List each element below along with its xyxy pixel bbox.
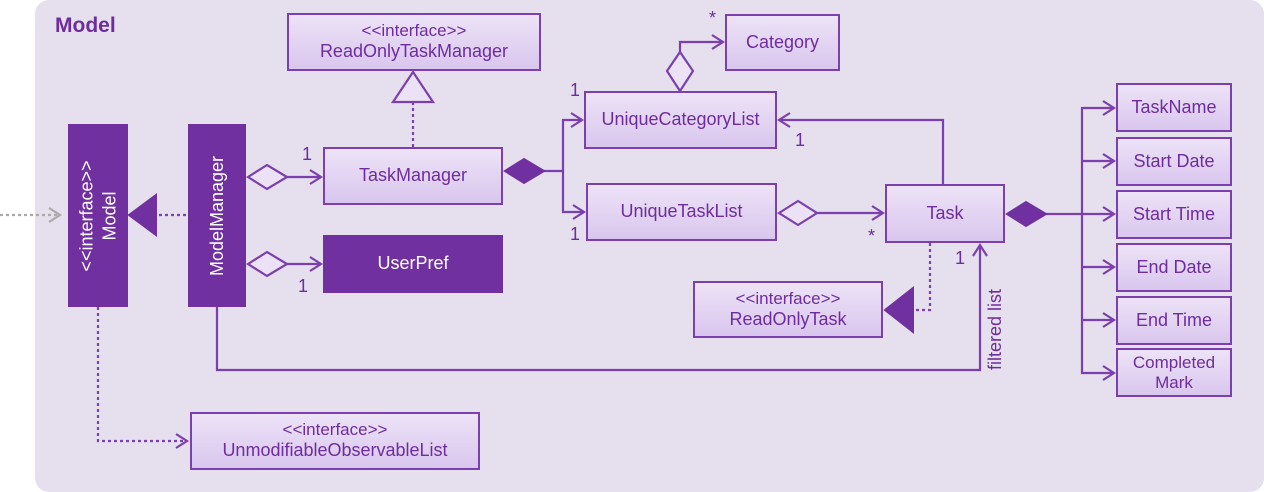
read-only-task-stereotype: <<interface>> [735,288,841,308]
end-time-name: End Time [1135,309,1213,330]
unmodifiable-observable-list-name: UnmodifiableObservableList [222,440,448,461]
rotask-realization-triangle [883,285,914,335]
utl-task-diamond [776,199,820,227]
ucl-category-diamond [665,50,695,94]
unique-category-list-name: UniqueCategoryList [601,109,760,130]
mult-tm-ucl: 1 [570,80,581,100]
class-end-time[interactable]: End Time [1116,296,1232,345]
read-only-task-manager-name: ReadOnlyTaskManager [319,41,509,62]
read-only-task-manager-stereotype: <<interface>> [361,21,467,40]
class-model[interactable]: <<interface>> Model [68,124,128,307]
read-only-task-name: ReadOnlyTask [729,308,847,329]
task-manager-name: TaskManager [358,165,468,186]
class-unmodifiable-observable-list[interactable]: <<interface>> UnmodifiableObservableList [190,412,480,470]
class-completed-mark[interactable]: Completed Mark [1116,348,1232,397]
rotm-realization-triangle [390,70,436,104]
unique-task-list-name: UniqueTaskList [620,201,743,222]
mm-task-filtered-edge [215,245,982,372]
tm-utl-composition-edge [561,171,584,214]
mult-mm-tm: 1 [302,144,313,164]
package-title: Model [55,14,116,37]
task-composition-diamond [1005,200,1048,228]
class-unique-category-list[interactable]: UniqueCategoryList [584,91,777,149]
start-time-name: Start Time [1132,203,1216,224]
mult-tm-utl: 1 [570,224,581,244]
user-pref-name: UserPref [377,253,449,274]
class-category[interactable]: Category [725,14,840,71]
unmodifiable-observable-list-stereotype: <<interface>> [282,420,388,439]
mult-task-ucl: 1 [795,130,806,150]
mult-utl-task: * [868,226,876,246]
class-unique-task-list[interactable]: UniqueTaskList [586,183,777,241]
class-start-time[interactable]: Start Time [1116,190,1232,239]
class-task-manager[interactable]: TaskManager [323,147,503,205]
model-realization-triangle [127,193,157,237]
tm-ucl-composition-edge [544,118,582,173]
tm-composition-diamond [503,157,546,185]
start-date-name: Start Date [1133,150,1215,171]
mult-mm-up: 1 [298,276,309,296]
mm-up-diamond [245,250,290,278]
class-model-manager[interactable]: ModelManager [188,124,246,307]
end-date-name: End Date [1136,256,1212,277]
class-end-date[interactable]: End Date [1116,243,1232,292]
model-uol-dependency-edge [96,307,187,443]
category-name: Category [745,31,820,52]
ucl-category-aggregation-edge [678,40,723,52]
class-start-date[interactable]: Start Date [1116,137,1232,186]
class-read-only-task[interactable]: <<interface>> ReadOnlyTask [693,281,883,338]
mm-tm-diamond [245,163,290,191]
mult-ucl-category: * [709,8,717,28]
class-user-pref[interactable]: UserPref [323,235,503,293]
task-name: Task [926,202,964,223]
completed-mark-name: Completed Mark [1132,352,1216,392]
class-task-name[interactable]: TaskName [1116,83,1232,132]
attribute-bus-edge [1080,106,1114,375]
task-ucl-association-edge [779,118,945,184]
filtered-list-label: filtered list [985,288,1005,370]
task-realizes-rotask-edge [913,243,932,312]
task-name-attr: TaskName [1131,96,1217,117]
class-read-only-task-manager[interactable]: <<interface>> ReadOnlyTaskManager [287,13,541,71]
class-task[interactable]: Task [885,184,1005,243]
mult-task-filtered: 1 [955,248,966,268]
